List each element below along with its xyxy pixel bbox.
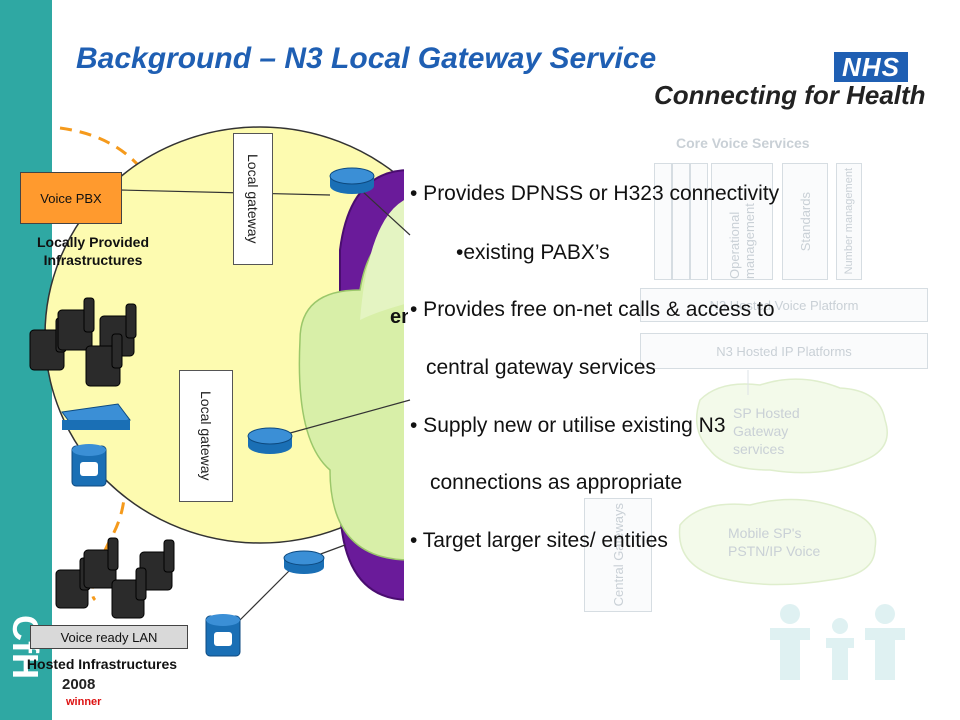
bullet-2: • Provides free on-net calls & access to	[410, 298, 775, 321]
switch-icon	[61, 403, 131, 430]
voice-gateway-icon	[71, 444, 107, 487]
core-column-filler	[690, 163, 708, 280]
slide-title: Background – N3 Local Gateway Service	[76, 42, 657, 75]
core-column-standards: Standards	[782, 163, 828, 280]
bullet-3: • Supply new or utilise existing N3	[410, 414, 726, 437]
bullet-2-cont: central gateway services	[426, 356, 656, 379]
voice-ready-lan-label: Voice ready LAN	[30, 625, 188, 649]
bullet-4: • Target larger sites/ entities	[410, 529, 668, 552]
hosted-infrastructures-label: Hosted Infrastructures	[26, 656, 178, 672]
wan-label-1: Voice	[428, 272, 480, 294]
award-text: winner	[66, 696, 102, 708]
mobile-sp-label: Mobile SP's PSTN/IP Voice	[728, 525, 821, 560]
core-column-operational: Operational management	[711, 163, 773, 280]
people-icon	[770, 604, 905, 680]
local-gateway-top: Local gateway	[233, 133, 273, 265]
nhs-logo: NHS	[834, 52, 908, 82]
router-icon	[329, 167, 375, 194]
nhs-tagline: Connecting for Health	[654, 80, 926, 110]
voice-gateway-icon	[205, 614, 241, 657]
core-column-filler	[672, 163, 690, 280]
wan-cloud	[298, 229, 411, 561]
wan-label-3: (WAN)	[422, 336, 482, 358]
router-icon	[283, 550, 325, 574]
core-column-number: Number management	[836, 163, 862, 280]
local-gateway-bottom: Local gateway	[179, 370, 233, 502]
mobile-cloud	[678, 498, 877, 586]
core-services-heading: Core Voice Services	[676, 135, 810, 151]
locally-provided-label: Locally Provided Infrastructures	[36, 234, 150, 268]
voice-pbx-box: Voice PBX	[20, 172, 122, 224]
bullet-3-cont: connections as appropriate	[430, 471, 683, 494]
core-column-filler	[654, 163, 672, 280]
ip-phone-icon	[55, 537, 175, 619]
n3-hosted-ip-platforms: N3 Hosted IP Platforms	[640, 333, 928, 369]
bullet-1: • Provides DPNSS or H323 connectivity	[410, 182, 780, 205]
wan-label-2: enabled N3	[390, 306, 408, 328]
n3-hosted-voice-platform: N3 Hosted Voice Platform	[640, 288, 928, 322]
central-gateways: Central Gateways	[584, 498, 652, 612]
sp-hosted-cloud	[695, 378, 888, 474]
router-icon	[247, 427, 293, 454]
award-year: 2008	[62, 676, 96, 693]
ip-phone-icon	[29, 297, 137, 387]
sp-hosted-label: SP Hosted Gateway services	[733, 405, 800, 458]
bullet-1-sub: •existing PABX’s	[456, 241, 610, 264]
